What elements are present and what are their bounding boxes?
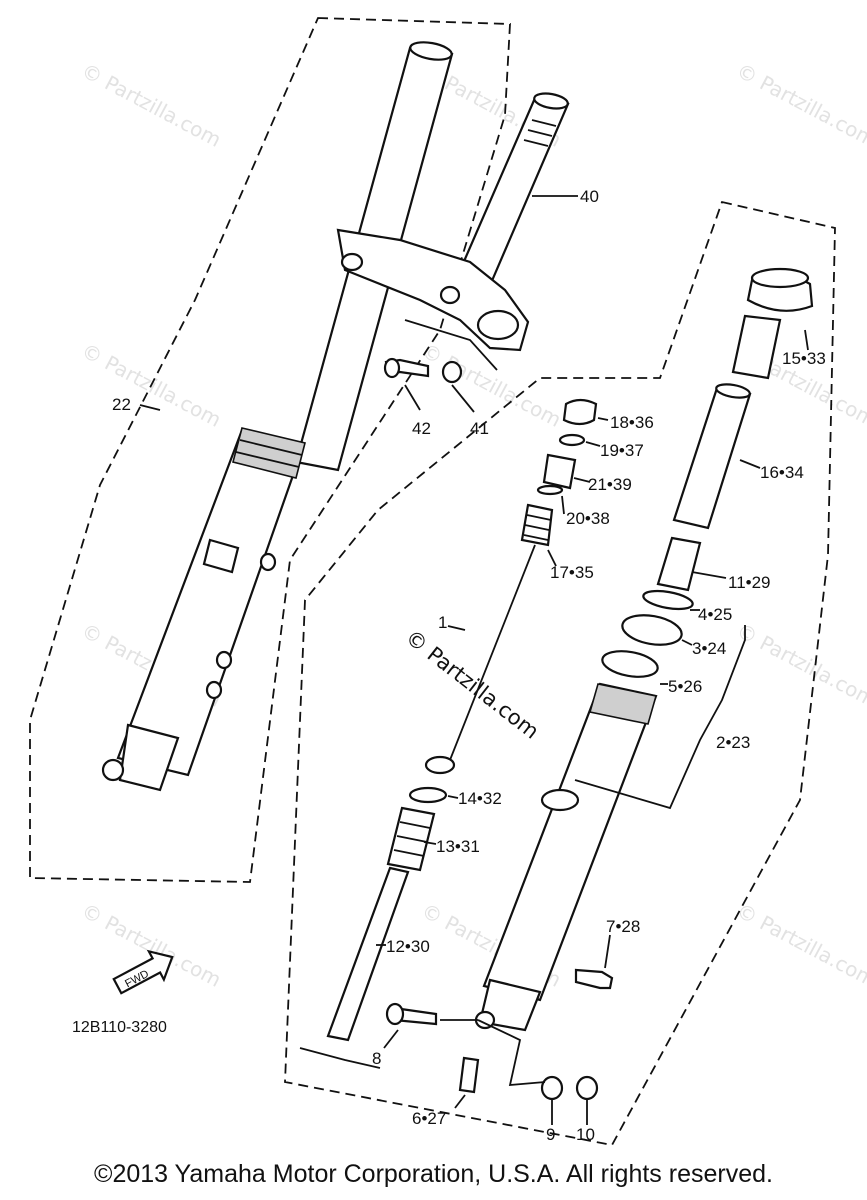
- nut-10: [575, 1075, 599, 1101]
- callout-13-31: 13•31: [436, 837, 480, 856]
- dust-seal-15: [746, 267, 814, 312]
- callout-22: 22: [112, 395, 131, 414]
- callout-1: 1: [438, 613, 447, 632]
- bolt-8: [385, 1002, 438, 1026]
- outer-tube-16: [672, 386, 752, 530]
- callout-3-24: 3•24: [692, 639, 726, 658]
- center-watermark: © Partzilla.com: [401, 625, 543, 744]
- callout-15-33: 15•33: [782, 349, 826, 368]
- bolt-7: [574, 968, 614, 990]
- damper-rod-12: [326, 866, 410, 1042]
- watermark: © Partzilla.com: [733, 898, 867, 992]
- callout-42: 42: [412, 419, 431, 438]
- watermark: © Partzilla.com: [733, 58, 867, 152]
- callout-19-37: 19•37: [600, 441, 644, 460]
- damper-rod-1: [449, 544, 536, 761]
- callout-21-39: 21•39: [588, 475, 632, 494]
- slide-bush: [731, 314, 782, 380]
- spring-13: [386, 806, 436, 872]
- washer-4: [642, 589, 694, 611]
- watermark: © Partzilla.com: [78, 58, 226, 152]
- callout-20-38: 20•38: [566, 509, 610, 528]
- right-assembly-boundary: [284, 200, 836, 1147]
- callout-17-35: 17•35: [550, 563, 594, 582]
- callout-8: 8: [372, 1049, 381, 1068]
- left-assembly-boundary: [29, 17, 511, 883]
- piece-11: [656, 536, 702, 592]
- callout-11-29: 11•29: [728, 573, 771, 592]
- callout-5-26: 5•26: [668, 677, 702, 696]
- spring-17: [520, 503, 554, 547]
- assembled-fork-leg: [101, 41, 454, 792]
- ring-14: [408, 786, 448, 804]
- pinch-bolt-42: [383, 357, 430, 379]
- callout-14-32: 14•32: [458, 789, 502, 808]
- callout-7-28: 7•28: [606, 917, 640, 936]
- screw-6: [458, 1056, 480, 1094]
- callouts: 40 22 42 41 1 15•33 16•34 11•29 4•25 3•2…: [112, 187, 826, 1144]
- steering-stem: [336, 92, 570, 352]
- drawing-code: 12B110-3280: [72, 1019, 167, 1036]
- callout-9: 9: [546, 1125, 555, 1144]
- washer-41: [441, 360, 463, 384]
- callout-10: 10: [576, 1125, 595, 1144]
- callout-18-36: 18•36: [610, 413, 654, 432]
- leader-lines: [139, 195, 809, 1125]
- callout-41: 41: [470, 419, 489, 438]
- copyright-notice: ©2013 Yamaha Motor Corporation, U.S.A. A…: [94, 1160, 773, 1188]
- spring-top: [424, 755, 456, 775]
- watermark: © Partzilla.com: [418, 338, 566, 432]
- cap-18: [562, 398, 598, 426]
- washer-20: [536, 484, 564, 496]
- spacer-21: [542, 453, 577, 490]
- callout-16-34: 16•34: [760, 463, 804, 482]
- oil-seal-3: [621, 614, 683, 646]
- callout-4-25: 4•25: [698, 605, 732, 624]
- callout-6-27: 6•27: [412, 1109, 446, 1128]
- callout-2-23: 2•23: [716, 733, 750, 752]
- callout-12-30: 12•30: [386, 937, 430, 956]
- clip-5: [601, 650, 659, 678]
- fwd-arrow-icon: FWD: [112, 949, 174, 995]
- washer-9: [540, 1075, 564, 1101]
- washer-19: [558, 433, 586, 447]
- callout-40: 40: [580, 187, 599, 206]
- outer-tube-2: [474, 682, 658, 1032]
- watermark: © Partzilla.com: [733, 618, 867, 712]
